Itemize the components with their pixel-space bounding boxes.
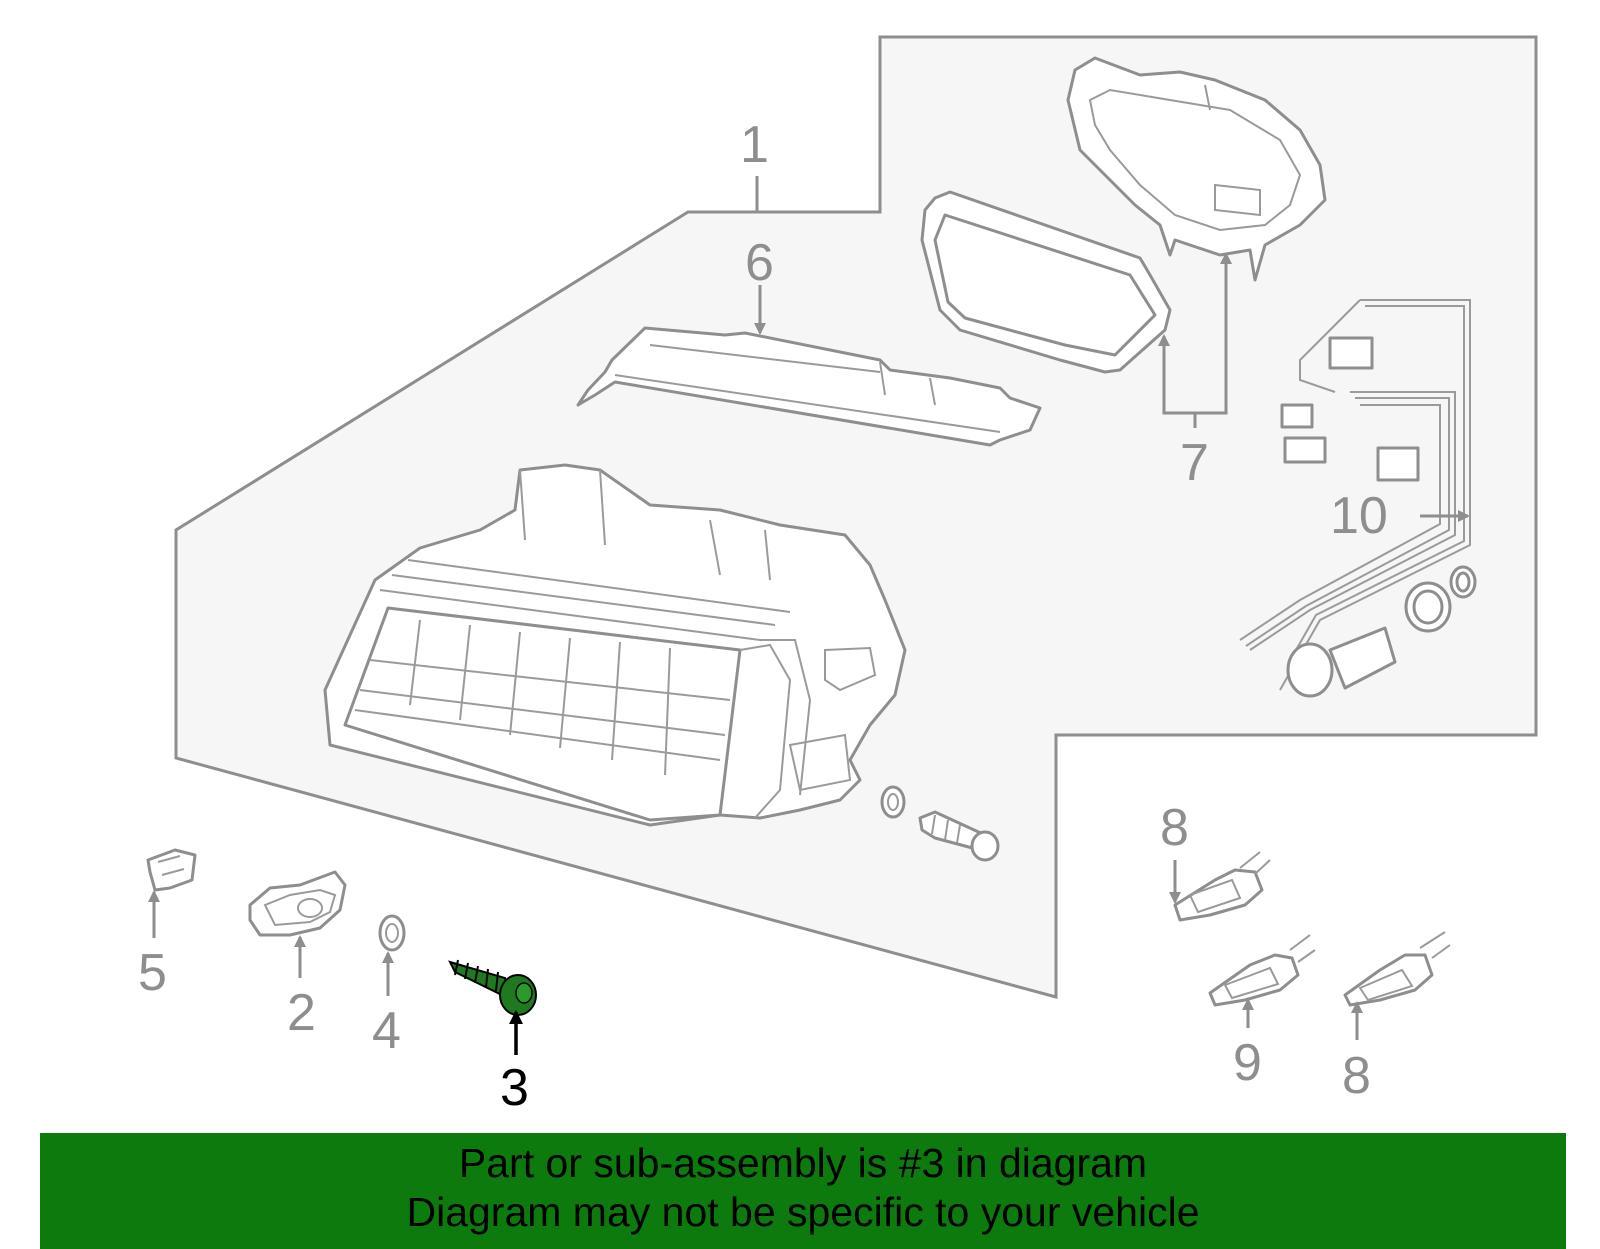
part-1-headlamp bbox=[323, 463, 907, 827]
banner-line-2: Diagram may not be specific to your vehi… bbox=[406, 1189, 1200, 1235]
part-7-bezel bbox=[920, 190, 1172, 374]
part-5-clip bbox=[146, 848, 197, 892]
part-2-bracket bbox=[248, 870, 347, 937]
callout-8-bottom: 8 bbox=[1342, 1047, 1371, 1105]
info-banner: Part or sub-assembly is #3 in diagram Di… bbox=[40, 1133, 1566, 1249]
callout-8-top: 8 bbox=[1160, 799, 1189, 857]
callout-4: 4 bbox=[372, 1002, 401, 1060]
callout-9: 9 bbox=[1233, 1034, 1262, 1092]
callout-3: 3 bbox=[500, 1059, 529, 1117]
callout-6: 6 bbox=[745, 234, 774, 292]
part-6-bracket bbox=[576, 326, 1042, 447]
part-7-housing bbox=[1066, 56, 1327, 282]
banner-line-1: Part or sub-assembly is #3 in diagram bbox=[458, 1140, 1148, 1186]
part-8-bulb-bottom bbox=[1343, 931, 1451, 1007]
callout-7: 7 bbox=[1180, 434, 1209, 492]
part-4-washer bbox=[378, 914, 406, 952]
callout-5: 5 bbox=[138, 944, 167, 1002]
callout-10: 10 bbox=[1330, 487, 1388, 545]
assembly-screw bbox=[880, 785, 1000, 862]
part-3-screw bbox=[448, 959, 537, 1016]
part-8-bulb-top bbox=[1173, 851, 1271, 922]
part-9-bulb bbox=[1208, 934, 1316, 1007]
callout-1: 1 bbox=[740, 116, 769, 174]
part-10-harness bbox=[1239, 299, 1477, 698]
callout-2: 2 bbox=[287, 984, 316, 1042]
leader-lines bbox=[148, 176, 1470, 1055]
